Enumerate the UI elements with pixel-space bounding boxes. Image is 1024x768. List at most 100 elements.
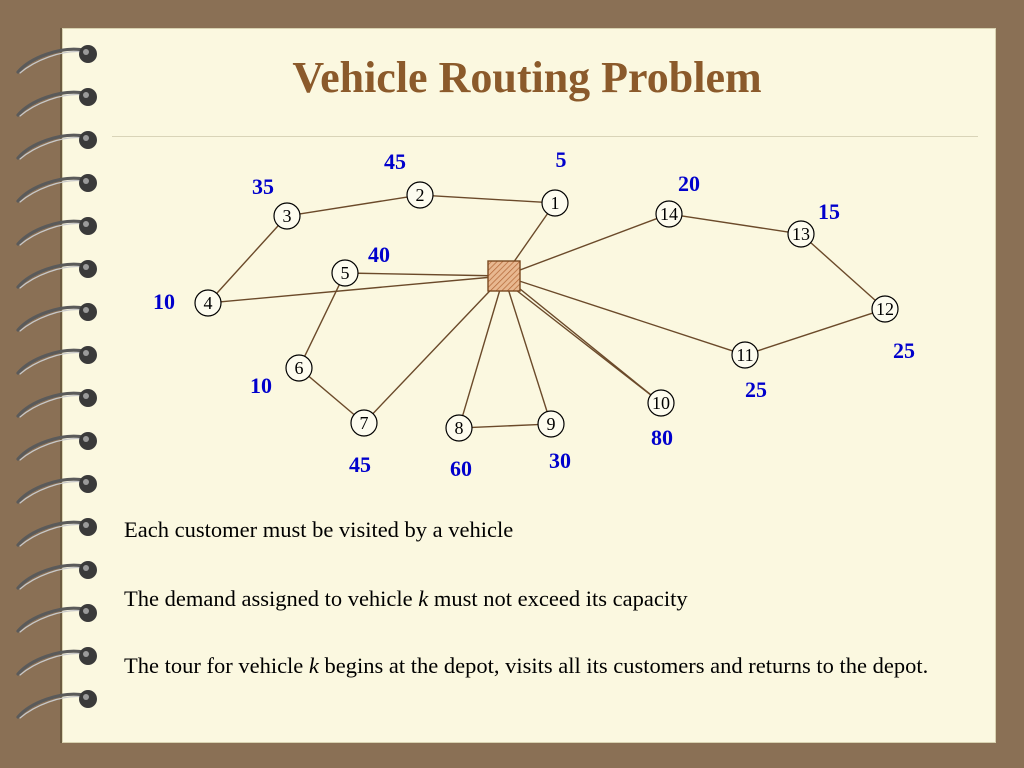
binding-ring	[16, 649, 86, 676]
node-8-circle	[445, 414, 473, 442]
node-5-label: 5	[341, 263, 350, 283]
binding-ring-highlight	[19, 50, 85, 74]
binding-ring-highlight	[19, 652, 85, 676]
binding-ring	[16, 219, 86, 246]
binding-ring	[16, 305, 86, 332]
binding-hole-shine	[83, 135, 89, 141]
binding-hole-shine	[83, 479, 89, 485]
edge-2-3	[299, 196, 408, 215]
bullet-tour-text-b: begins at the depot, visits all its cust…	[318, 653, 929, 678]
binding-hole-shine	[83, 264, 89, 270]
edge-13-12	[810, 242, 876, 301]
node-6-circle	[285, 354, 313, 382]
binding-hole-shine	[83, 651, 89, 657]
binding-ring-highlight	[19, 566, 85, 590]
demand-7: 45	[349, 452, 371, 477]
edge-10-depot-b	[515, 289, 652, 396]
depot-square	[487, 260, 521, 292]
demand-1: 5	[556, 147, 567, 172]
node-2-circle	[406, 181, 434, 209]
bullet-tour: The tour for vehicle k begins at the dep…	[124, 649, 984, 682]
edge-4-depot	[220, 275, 505, 303]
demand-6: 10	[250, 373, 272, 398]
binding-hole-shine	[83, 694, 89, 700]
binding-ring	[16, 262, 86, 289]
binding-ring	[16, 563, 86, 590]
node-5-circle	[331, 259, 359, 287]
edge-1-2	[432, 195, 543, 203]
slide-title: Vehicle Routing Problem	[292, 53, 762, 102]
node-4-label: 4	[204, 293, 213, 313]
edge-depot-5	[357, 272, 505, 277]
binding-ring-highlight	[19, 136, 85, 160]
edge-3-4	[216, 225, 279, 294]
binding-ring	[16, 47, 86, 74]
node-8-label: 8	[455, 418, 464, 438]
edge-7-depot	[372, 275, 505, 415]
binding-ring-highlight	[19, 695, 85, 719]
binding-ring	[16, 477, 86, 504]
node-1-label: 1	[551, 193, 560, 213]
demand-12: 25	[893, 338, 915, 363]
binding-ring	[16, 434, 86, 461]
edge-12-11	[757, 312, 873, 352]
depot-layer	[487, 260, 521, 292]
bullet-visit-text: Each customer must be visited by a vehic…	[124, 517, 514, 542]
binding-hole-shine	[83, 522, 89, 528]
demand-5: 40	[368, 242, 390, 267]
node-13-circle	[787, 220, 815, 248]
binding-ring	[16, 520, 86, 547]
binding-hole-shine	[83, 393, 89, 399]
binding-hole-shine	[83, 307, 89, 313]
node-10-circle	[647, 389, 675, 417]
node-13-label: 13	[792, 224, 810, 244]
binding-ring-highlight	[19, 523, 85, 547]
edges-layer	[216, 195, 876, 429]
demand-9: 30	[549, 448, 571, 473]
edge-9-depot	[503, 275, 548, 412]
title-divider	[112, 136, 978, 137]
binding-hole-shine	[83, 92, 89, 98]
node-3-label: 3	[283, 206, 292, 226]
binding-ring-highlight	[19, 480, 85, 504]
bullet-capacity-text-a: The demand assigned to vehicle	[124, 586, 419, 611]
binding-ring-highlight	[19, 179, 85, 203]
edge-11-depot	[503, 275, 733, 352]
node-2-label: 2	[416, 185, 425, 205]
edge-8-9	[471, 423, 539, 429]
node-7-circle	[350, 409, 378, 437]
node-3-circle	[273, 202, 301, 230]
binding-ring	[16, 176, 86, 203]
bullet-capacity-k: k	[418, 586, 429, 611]
demand-11: 25	[745, 377, 767, 402]
demand-13: 15	[818, 199, 840, 224]
binding-ring	[16, 391, 86, 418]
node-6-label: 6	[295, 358, 304, 378]
spiral-binding	[16, 45, 97, 719]
node-14-circle	[655, 200, 683, 228]
demand-10: 80	[651, 425, 673, 450]
binding-hole-shine	[83, 49, 89, 55]
edge-depot-14	[503, 217, 658, 277]
binding-ring-highlight	[19, 609, 85, 633]
node-9-circle	[537, 410, 565, 438]
edge-5-6	[304, 284, 340, 357]
bullet-tour-k: k	[308, 653, 319, 678]
binding-hole-shine	[83, 565, 89, 571]
binding-ring-highlight	[19, 93, 85, 117]
node-11-circle	[731, 341, 759, 369]
edge-14-13	[681, 215, 789, 233]
binding-hole-shine	[83, 608, 89, 614]
demand-2: 45	[384, 149, 406, 174]
binding-ring	[16, 348, 86, 375]
binding-ring	[16, 133, 86, 160]
node-12-circle	[871, 295, 899, 323]
slide-panel	[60, 28, 996, 743]
bullet-tour-text-a: The tour for vehicle	[124, 653, 309, 678]
node-11-label: 11	[736, 345, 753, 365]
binding-hole-shine	[83, 350, 89, 356]
binding-ring-highlight	[19, 265, 85, 289]
